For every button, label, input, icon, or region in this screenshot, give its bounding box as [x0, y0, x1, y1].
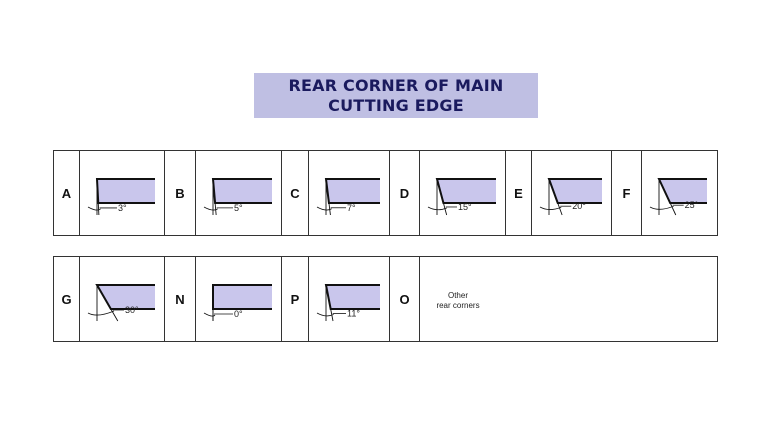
flank-extension — [669, 202, 677, 216]
insert-body — [97, 285, 155, 309]
flank-extension — [214, 202, 217, 216]
title-banner: REAR CORNER OF MAIN CUTTING EDGE — [254, 73, 538, 118]
letter-cell: P — [282, 257, 309, 341]
letter-cell: G — [54, 257, 80, 341]
angle-label: 15° — [458, 202, 472, 212]
corner-figure-cell: 30° — [80, 257, 165, 341]
other-line-1: Other — [447, 291, 468, 300]
corner-letter: C — [290, 185, 300, 201]
title-line-2: CUTTING EDGE — [328, 96, 464, 115]
insert-outline — [435, 178, 496, 204]
insert-outline — [95, 284, 155, 310]
corner-letter: F — [622, 185, 631, 201]
corner-letter: O — [399, 291, 410, 307]
angle-label: 7° — [347, 203, 356, 213]
corner-letter: B — [175, 185, 185, 201]
insert-body — [659, 179, 707, 203]
insert-body — [213, 285, 272, 309]
corner-figure: 30° — [87, 284, 155, 322]
corner-figure-cell: 20° — [532, 151, 612, 235]
corner-figure: 5° — [203, 178, 272, 216]
insert-outline — [657, 178, 707, 204]
letter-cell: B — [165, 151, 196, 235]
insert-body — [213, 179, 272, 203]
insert-outline — [324, 178, 380, 204]
insert-outline — [547, 178, 602, 204]
corner-figure-cell: 0° — [196, 257, 282, 341]
insert-outline — [324, 284, 380, 310]
corner-letter: N — [175, 291, 185, 307]
angle-label: 5° — [234, 203, 243, 213]
flank-extension — [110, 308, 119, 322]
corner-figure-cell: 3° — [80, 151, 165, 235]
flank-extension — [328, 202, 331, 216]
angle-arc — [203, 206, 218, 211]
angle-arc — [87, 310, 115, 316]
angle-arc — [87, 206, 101, 211]
corner-letter: P — [290, 291, 300, 307]
other-line-2: rear corners — [436, 301, 480, 310]
corner-letter: D — [399, 185, 410, 201]
corner-figure: 7° — [316, 178, 380, 216]
angle-arc — [316, 206, 332, 211]
corner-figure: 20° — [539, 178, 602, 216]
angle-label: 30° — [125, 305, 139, 315]
flank-extension — [557, 202, 563, 216]
insert-outline — [95, 178, 155, 204]
insert-body — [437, 179, 496, 203]
letter-cell: A — [54, 151, 80, 235]
other-corners-note: Other rear corners — [426, 291, 490, 311]
angle-arc — [316, 312, 334, 317]
corner-figure-cell: 25° — [642, 151, 717, 235]
insert-body — [97, 179, 155, 203]
angle-label: 0° — [234, 309, 243, 319]
insert-outline — [211, 178, 272, 204]
angle-label: 3° — [118, 203, 127, 213]
letter-cell: E — [506, 151, 532, 235]
title-line-1: REAR CORNER OF MAIN — [288, 76, 504, 95]
corner-letter: G — [61, 291, 72, 307]
angle-label: 11° — [347, 308, 360, 318]
corner-figure-cell: 5° — [196, 151, 282, 235]
corner-letter: E — [514, 185, 523, 201]
angle-arc — [539, 206, 562, 210]
insert-body — [326, 179, 380, 203]
corner-figure: 25° — [649, 178, 707, 216]
corner-figure: 0° — [203, 284, 272, 321]
letter-cell: O — [390, 257, 420, 341]
angle-label: 25° — [685, 200, 699, 210]
letter-cell: F — [612, 151, 642, 235]
corner-figure: 3° — [87, 178, 155, 216]
corner-figure: 15° — [427, 178, 496, 216]
angle-arc — [427, 206, 447, 211]
corner-row-2: G 30° N 0° P 11° O Other rear corners — [53, 256, 718, 342]
letter-cell: C — [282, 151, 309, 235]
letter-cell: D — [390, 151, 420, 235]
corner-figure-cell: 15° — [420, 151, 506, 235]
angle-arc — [649, 205, 674, 210]
corner-letter: A — [61, 185, 72, 201]
angle-arc — [203, 312, 216, 317]
letter-cell: N — [165, 257, 196, 341]
insert-body — [549, 179, 602, 203]
corner-figure-cell: 7° — [309, 151, 390, 235]
corner-figure-cell: 11° — [309, 257, 390, 341]
corner-row-1: A 3° B 5° C 7° D 15° E 20° F 25° — [53, 150, 718, 236]
corner-figure: 11° — [316, 284, 380, 322]
insert-body — [326, 285, 380, 309]
flank-extension — [97, 202, 100, 216]
angle-label: 20° — [572, 201, 586, 211]
